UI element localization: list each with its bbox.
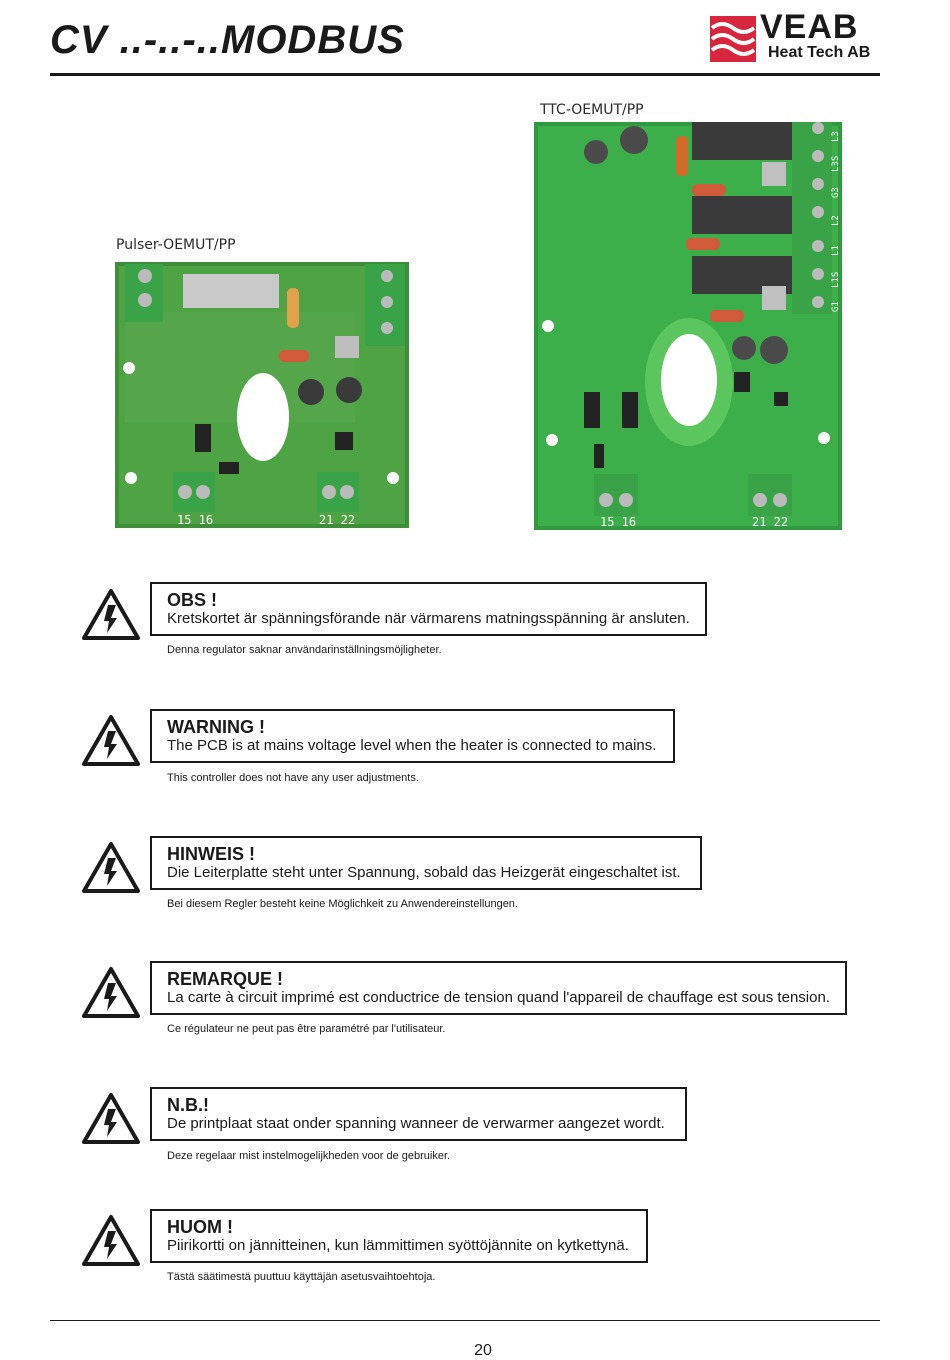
warning-text: La carte à circuit imprimé est conductri… bbox=[167, 989, 830, 1006]
electrical-hazard-icon bbox=[82, 967, 140, 1018]
pulser-board-caption: Pulser-OEMUT/PP bbox=[116, 237, 236, 253]
warning-box-nl: N.B.! De printplaat staat onder spanning… bbox=[150, 1087, 687, 1141]
document-title: CV ..-..-..MODBUS bbox=[50, 18, 405, 62]
warning-note: Deze regelaar mist instelmogelijkheden v… bbox=[167, 1150, 451, 1162]
warning-note: Tästä säätimestä puuttuu käyttäjän asetu… bbox=[167, 1271, 436, 1283]
warning-box-fi: HUOM ! Piirikortti on jännitteinen, kun … bbox=[150, 1209, 648, 1263]
ttc-board-photo: 15 16 21 22 L3 L3S G3 L2 L1 L1S G1 bbox=[534, 122, 842, 530]
ttc-terminals-left: 15 16 bbox=[600, 515, 636, 529]
ttc-side-label: L1S bbox=[831, 272, 841, 288]
warning-note: Denna regulator saknar användarinställni… bbox=[167, 644, 442, 656]
warning-box-de: HINWEIS ! Die Leiterplatte steht unter S… bbox=[150, 836, 702, 890]
warning-note: Bei diesem Regler besteht keine Möglichk… bbox=[167, 898, 518, 910]
ttc-terminals-right: 21 22 bbox=[752, 515, 788, 529]
warning-note: Ce régulateur ne peut pas être paramétré… bbox=[167, 1023, 446, 1035]
logo-name: VEAB bbox=[760, 8, 859, 46]
warning-text: The PCB is at mains voltage level when t… bbox=[167, 737, 657, 754]
pulser-terminals-left: 15 16 bbox=[177, 513, 213, 527]
electrical-hazard-icon bbox=[82, 715, 140, 766]
warning-heading: WARNING ! bbox=[167, 717, 265, 737]
warning-text: Kretskortet är spänningsförande när värm… bbox=[167, 610, 690, 627]
ttc-side-label: L3S bbox=[831, 156, 841, 172]
warning-heading: HINWEIS ! bbox=[167, 844, 255, 864]
warning-text: De printplaat staat onder spanning wanne… bbox=[167, 1115, 665, 1132]
page-number: 20 bbox=[474, 1342, 492, 1359]
logo-subtitle: Heat Tech AB bbox=[768, 44, 871, 61]
warning-text: Piirikortti on jännitteinen, kun lämmitt… bbox=[167, 1237, 629, 1254]
header-rule bbox=[50, 73, 880, 76]
pulser-board-photo: 15 16 21 22 bbox=[115, 262, 409, 528]
ttc-side-label: G3 bbox=[831, 187, 841, 198]
ttc-side-label: G1 bbox=[831, 301, 841, 312]
ttc-board-caption: TTC-OEMUT/PP bbox=[540, 102, 644, 118]
warning-box-sv: OBS ! Kretskortet är spänningsförande nä… bbox=[150, 582, 707, 636]
electrical-hazard-icon bbox=[82, 842, 140, 893]
ttc-side-label: L2 bbox=[831, 215, 841, 226]
warning-heading: HUOM ! bbox=[167, 1217, 233, 1237]
warning-box-fr: REMARQUE ! La carte à circuit imprimé es… bbox=[150, 961, 847, 1015]
pulser-terminals-right: 21 22 bbox=[319, 513, 355, 527]
footer-rule bbox=[50, 1320, 880, 1321]
veab-logo-mark bbox=[710, 16, 756, 62]
warning-text: Die Leiterplatte steht unter Spannung, s… bbox=[167, 864, 681, 881]
electrical-hazard-icon bbox=[82, 1215, 140, 1266]
warning-heading: N.B.! bbox=[167, 1095, 209, 1115]
electrical-hazard-icon bbox=[82, 589, 140, 640]
ttc-side-label: L3 bbox=[831, 131, 841, 142]
warning-box-en: WARNING ! The PCB is at mains voltage le… bbox=[150, 709, 675, 763]
ttc-side-label: L1 bbox=[831, 245, 841, 256]
warning-heading: REMARQUE ! bbox=[167, 969, 283, 989]
veab-logo: VEAB Heat Tech AB bbox=[710, 8, 880, 64]
warning-note: This controller does not have any user a… bbox=[167, 772, 419, 784]
warning-heading: OBS ! bbox=[167, 590, 218, 610]
electrical-hazard-icon bbox=[82, 1093, 140, 1144]
